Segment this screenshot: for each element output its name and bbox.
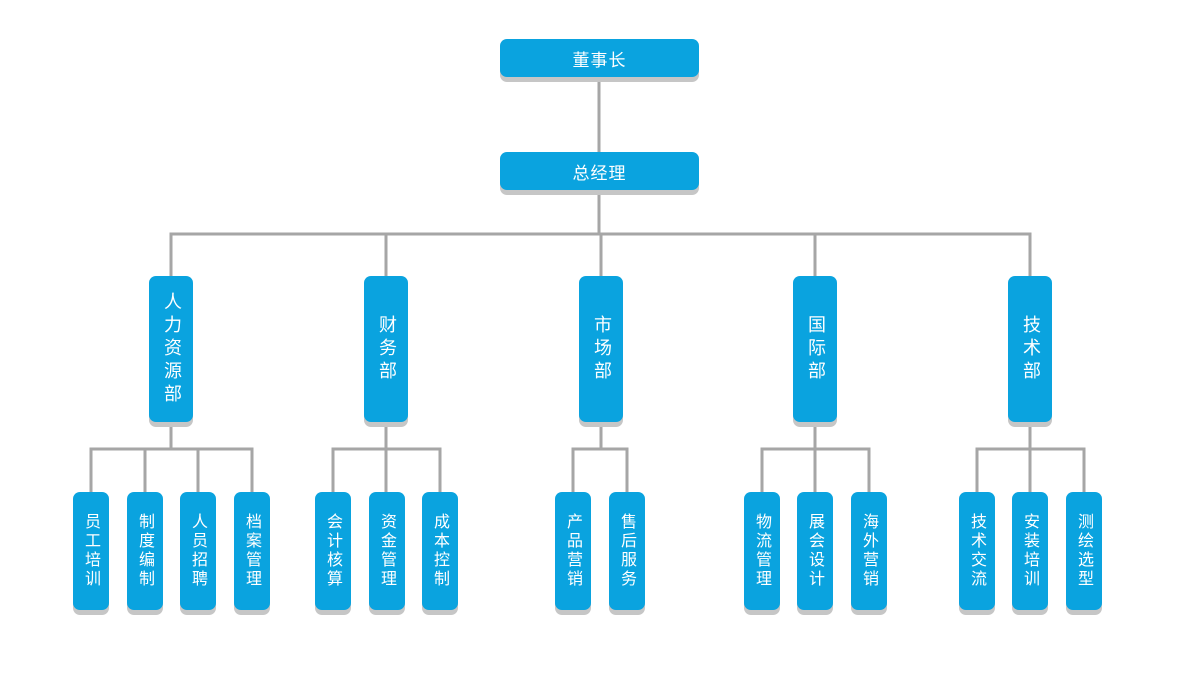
- node-sub-label: 售后服务: [618, 513, 637, 589]
- node-dept-label: 财务部: [376, 314, 397, 384]
- node-sub-finance-1: 会计核算: [315, 492, 351, 610]
- node-chairman-label: 董事长: [572, 50, 627, 71]
- node-sub-international-1: 物流管理: [744, 492, 780, 610]
- node-sub-label: 产品营销: [564, 513, 583, 589]
- node-sub-technology-3: 测绘选型: [1066, 492, 1102, 610]
- node-chairman: 董事长: [500, 39, 699, 77]
- node-dept-label: 市场部: [591, 314, 612, 384]
- node-dept-label: 技术部: [1020, 314, 1041, 384]
- node-general-manager: 总经理: [500, 152, 699, 190]
- node-dept-hr: 人力资源部: [149, 276, 193, 422]
- node-sub-hr-4: 档案管理: [234, 492, 270, 610]
- node-sub-international-3: 海外营销: [851, 492, 887, 610]
- node-sub-label: 测绘选型: [1075, 513, 1094, 589]
- node-sub-label: 资金管理: [378, 513, 397, 589]
- node-sub-hr-1: 员工培训: [73, 492, 109, 610]
- node-sub-international-2: 展会设计: [797, 492, 833, 610]
- node-sub-label: 物流管理: [753, 513, 772, 589]
- node-sub-technology-1: 技术交流: [959, 492, 995, 610]
- node-sub-label: 会计核算: [324, 513, 343, 589]
- node-sub-marketing-2: 售后服务: [609, 492, 645, 610]
- node-sub-label: 展会设计: [806, 513, 825, 589]
- node-sub-hr-3: 人员招聘: [180, 492, 216, 610]
- node-sub-label: 成本控制: [431, 513, 450, 589]
- node-dept-label: 国际部: [805, 314, 826, 384]
- node-sub-label: 技术交流: [968, 513, 987, 589]
- node-sub-label: 人员招聘: [189, 513, 208, 589]
- node-sub-technology-2: 安装培训: [1012, 492, 1048, 610]
- node-dept-technology: 技术部: [1008, 276, 1052, 422]
- node-dept-label: 人力资源部: [161, 291, 182, 407]
- node-dept-marketing: 市场部: [579, 276, 623, 422]
- node-sub-label: 制度编制: [136, 513, 155, 589]
- node-sub-hr-2: 制度编制: [127, 492, 163, 610]
- node-sub-label: 员工培训: [82, 513, 101, 589]
- node-sub-label: 安装培训: [1021, 513, 1040, 589]
- node-dept-international: 国际部: [793, 276, 837, 422]
- node-sub-label: 档案管理: [243, 513, 262, 589]
- node-dept-finance: 财务部: [364, 276, 408, 422]
- node-general-manager-label: 总经理: [572, 163, 627, 184]
- node-sub-finance-3: 成本控制: [422, 492, 458, 610]
- node-sub-label: 海外营销: [860, 513, 879, 589]
- node-sub-marketing-1: 产品营销: [555, 492, 591, 610]
- node-sub-finance-2: 资金管理: [369, 492, 405, 610]
